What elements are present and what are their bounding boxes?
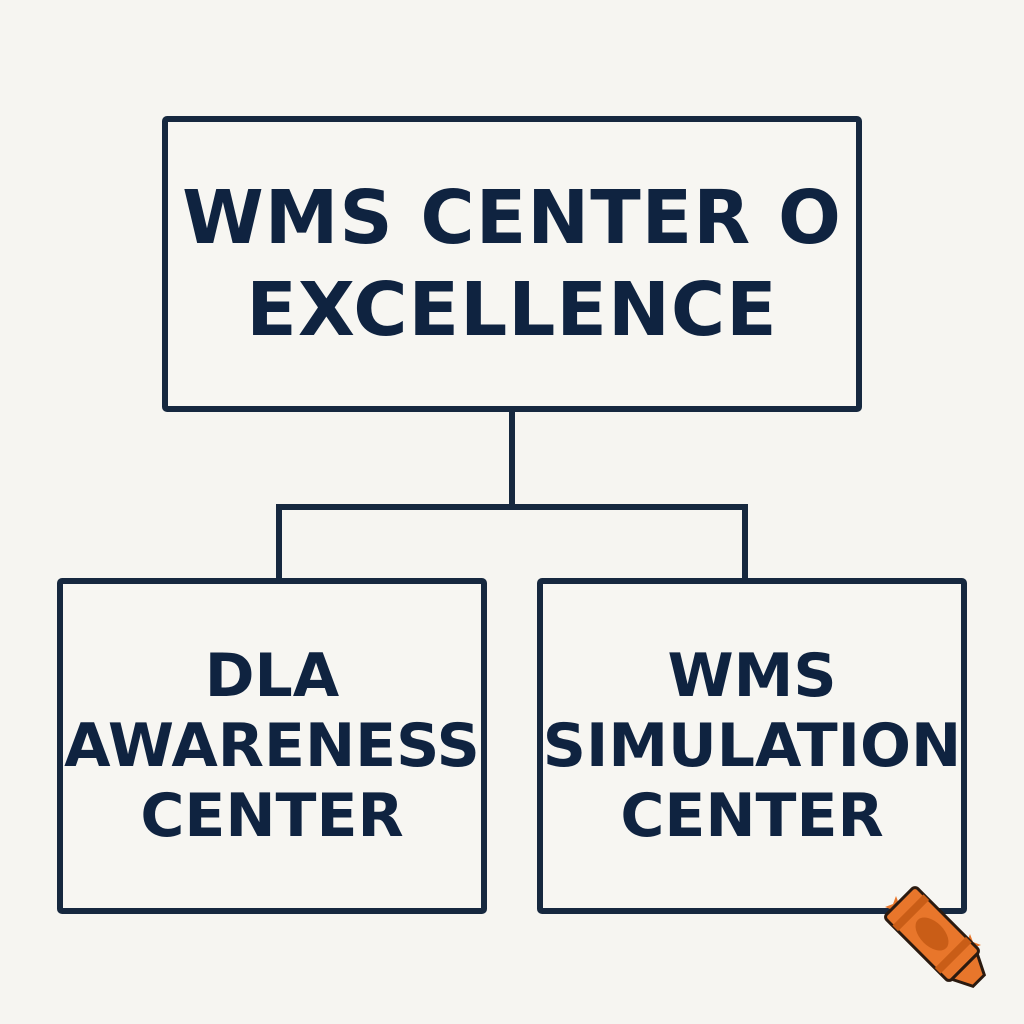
root-node-line-2: EXCELLENCE	[246, 267, 778, 353]
child-node-dla-awareness: DLA AWARENESS CENTER	[57, 578, 487, 914]
connector-right	[742, 504, 748, 580]
connector-stem	[509, 410, 515, 508]
child-node-1-line-2: AWARENESS	[64, 711, 480, 781]
child-node-2-line-3: CENTER	[620, 781, 884, 851]
root-node-line-1: WMS CENTER O	[182, 175, 842, 261]
root-node: WMS CENTER O EXCELLENCE	[162, 116, 862, 412]
child-node-1-line-1: DLA	[204, 641, 340, 711]
crayon-icon	[884, 886, 987, 989]
child-node-2-line-2: SIMULATION	[542, 711, 962, 781]
child-node-2-line-1: WMS	[667, 641, 837, 711]
child-node-1-line-3: CENTER	[140, 781, 404, 851]
child-node-wms-simulation: WMS SIMULATION CENTER	[537, 578, 967, 914]
connector-left	[276, 504, 282, 580]
connector-bar	[276, 504, 748, 510]
